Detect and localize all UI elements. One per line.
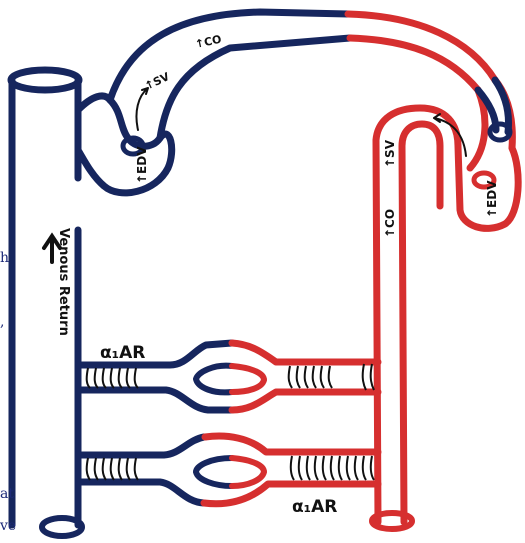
right-heart-flow-arrow [136, 88, 148, 130]
lower-vein-muscle-rings [87, 458, 138, 480]
sv-right-label: ↑SV [383, 139, 397, 168]
alpha-receptor-bottom-label: α₁AR [292, 497, 337, 517]
co-right-label: ↑CO [383, 209, 397, 238]
pulmonary-oxygenated-segment [348, 14, 495, 90]
alpha-receptor-top-label: α₁AR [100, 343, 145, 363]
edv-right-label: ↑EDV [485, 180, 499, 218]
upper-vein-muscle-rings [87, 368, 138, 388]
lower-capillary-loop-red [232, 458, 264, 486]
vena-cava-top-opening [11, 70, 79, 90]
arterial-smooth-muscle [289, 364, 374, 480]
aorta [376, 108, 518, 522]
margin-fragment-3: at [0, 486, 14, 502]
upper-capillary-loop-blue [196, 366, 232, 393]
venous-return-label: Venous Return [56, 228, 71, 336]
upper-artery-muscle-rings [289, 364, 374, 390]
lower-capillary-loop-blue [196, 458, 232, 486]
upper-capillary-loop-red [232, 366, 264, 392]
venous-smooth-muscle [87, 368, 138, 480]
co-left-label: ↑CO [194, 33, 223, 51]
margin-fragment-2: , [0, 314, 4, 330]
lower-artery-muscle-rings [291, 456, 374, 480]
sv-left-label: ↑SV [143, 70, 172, 93]
pulmonary-artery [110, 12, 350, 138]
margin-fragment-1: h [0, 250, 9, 266]
margin-fragment-4: ve [0, 518, 16, 534]
arterial-system [204, 14, 518, 529]
lower-vein-branch [78, 437, 205, 503]
edv-left-label: ↑EDV [135, 146, 149, 184]
